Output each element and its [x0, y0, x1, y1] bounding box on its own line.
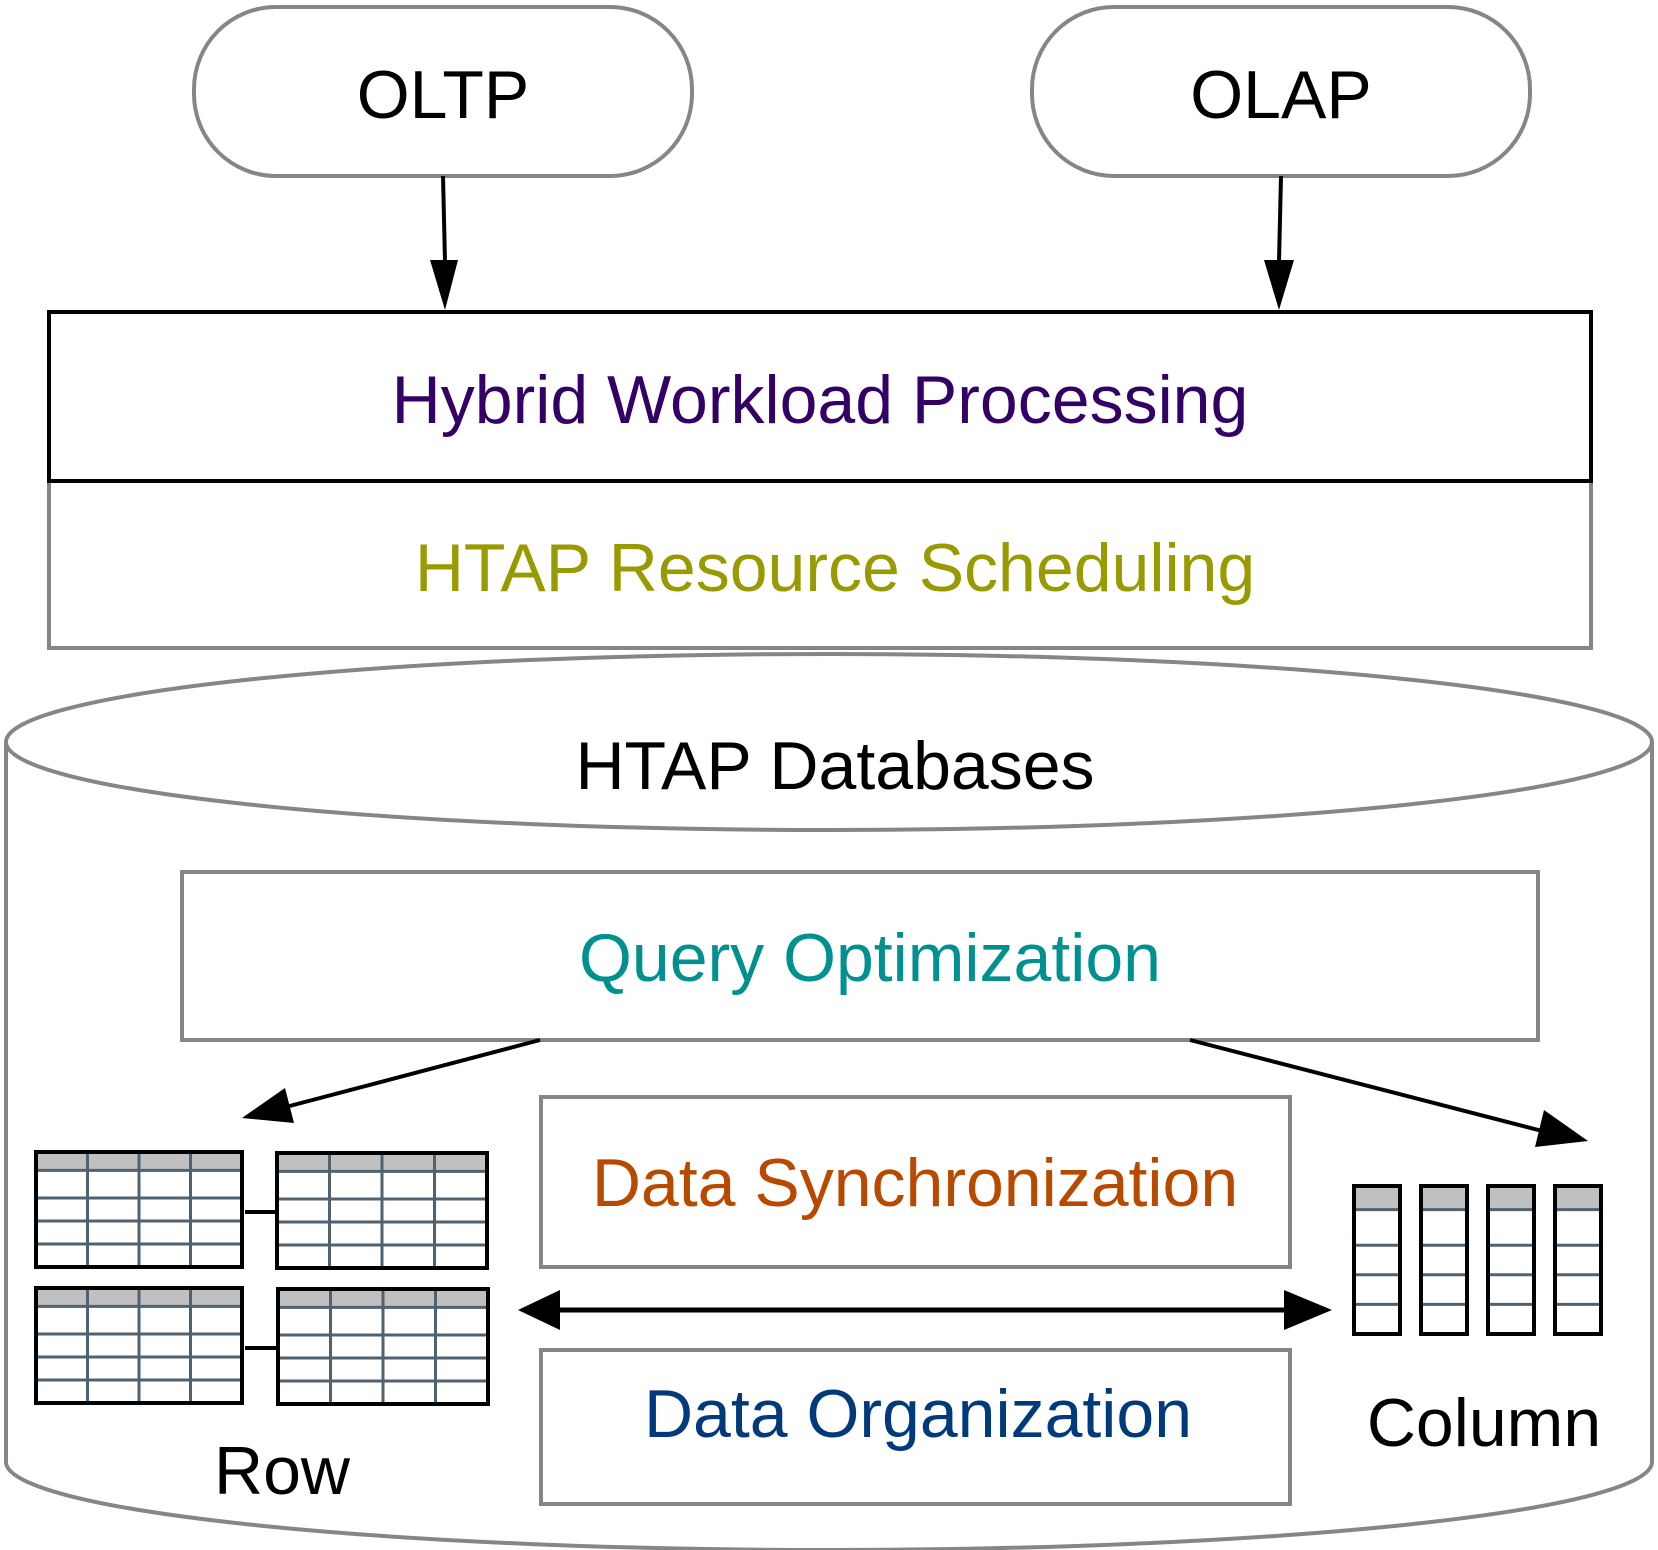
data-organization-label: Data Organization: [644, 1376, 1192, 1452]
resource-scheduling-layer: HTAP Resource Scheduling: [47, 478, 1593, 650]
query-optimization-label: Query Optimization: [579, 920, 1161, 996]
database-label: HTAP Databases: [575, 728, 1094, 804]
row-table-4: [276, 1287, 490, 1406]
table-header: [1421, 1186, 1467, 1210]
table-header: [1555, 1186, 1601, 1210]
table-border: [1419, 1184, 1469, 1336]
column-3: [1486, 1184, 1536, 1336]
data-synchronization-label: Data Synchronization: [592, 1145, 1238, 1221]
row-table-1: [34, 1150, 244, 1269]
oltp-node: OLTP: [192, 5, 694, 178]
data-organization-box: Data Organization: [539, 1348, 1292, 1506]
olap-node: OLAP: [1030, 5, 1532, 178]
table-border: [1352, 1184, 1402, 1336]
row-table-3: [34, 1286, 244, 1405]
column-store-label: Column: [1367, 1385, 1601, 1461]
query-optimization-box: Query Optimization: [180, 870, 1540, 1042]
table-border: [1553, 1184, 1603, 1336]
column-2: [1419, 1184, 1469, 1336]
table-border: [1486, 1184, 1536, 1336]
column-1: [1352, 1184, 1402, 1336]
table-border: [34, 1286, 244, 1405]
table-header: [1354, 1186, 1400, 1210]
query-to-column-arrow: [1189, 1038, 1588, 1147]
hybrid-workload-layer: Hybrid Workload Processing: [47, 310, 1593, 483]
oltp-label: OLTP: [357, 57, 530, 133]
olap-arrow: [1264, 175, 1294, 310]
table-header: [1488, 1186, 1534, 1210]
olap-label: OLAP: [1190, 57, 1371, 133]
oltp-arrow: [430, 175, 458, 310]
column-4: [1553, 1184, 1603, 1336]
table-border: [34, 1150, 244, 1269]
row-table-2: [275, 1151, 489, 1270]
row-store-label: Row: [214, 1433, 351, 1509]
row-column-sync-arrow: [518, 1290, 1332, 1330]
hybrid-workload-label: Hybrid Workload Processing: [392, 362, 1249, 438]
data-synchronization-box: Data Synchronization: [539, 1095, 1292, 1269]
resource-scheduling-label: HTAP Resource Scheduling: [415, 530, 1255, 606]
row-store: [34, 1150, 490, 1406]
query-to-row-arrow: [242, 1038, 541, 1123]
column-store: [1352, 1184, 1603, 1336]
